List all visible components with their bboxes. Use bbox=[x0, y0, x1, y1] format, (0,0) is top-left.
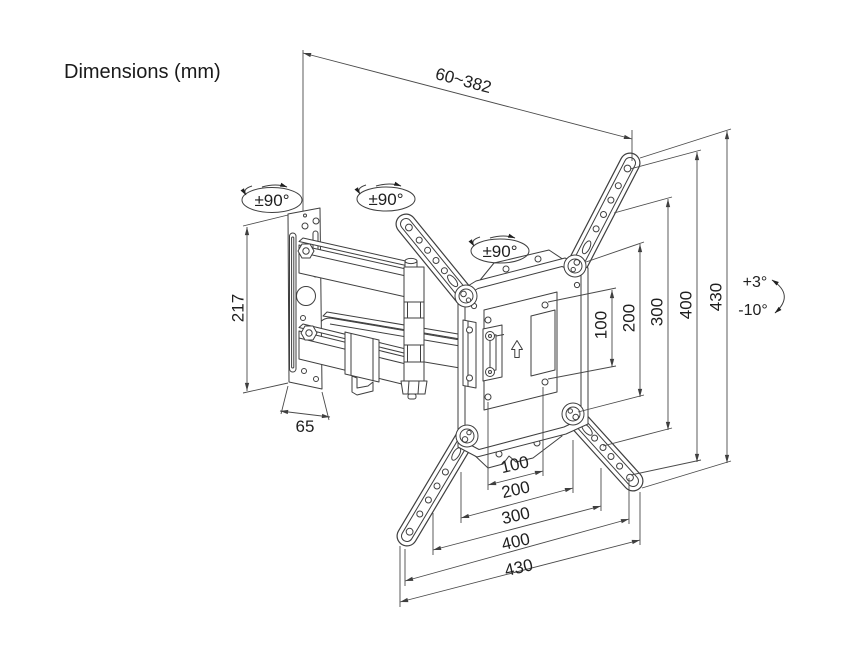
extension-range-label: 60~382 bbox=[433, 64, 493, 97]
right-dim-400: 400 bbox=[677, 291, 696, 319]
vesa-plate bbox=[457, 257, 589, 458]
tilt-hinge bbox=[462, 319, 477, 389]
arm-sleeve bbox=[344, 331, 380, 383]
title-group: Dimensions (mm) bbox=[64, 61, 221, 83]
dimension-plate-height: 217 bbox=[229, 214, 289, 394]
up-arrow-icon bbox=[511, 340, 523, 358]
hex-nut bbox=[400, 380, 428, 395]
swivel-right-label: ±90° bbox=[482, 242, 517, 261]
swivel-annotation-left: ±90° bbox=[240, 182, 303, 213]
right-dim-430: 430 bbox=[707, 283, 726, 311]
tilt-down-label: -10° bbox=[738, 302, 768, 319]
plate-height-label: 217 bbox=[229, 294, 248, 322]
arm-segment-1 bbox=[297, 237, 411, 396]
cable-hook bbox=[351, 375, 374, 396]
swivel-annotation-right: ±90° bbox=[468, 233, 530, 264]
strap-pivots bbox=[454, 254, 587, 448]
dimension-extension-range: 60~382 bbox=[302, 50, 633, 211]
bottom-dim-400: 400 bbox=[500, 529, 532, 554]
right-dim-300: 300 bbox=[648, 298, 667, 326]
strap-holes bbox=[405, 164, 634, 536]
right-dim-100: 100 bbox=[592, 311, 611, 339]
dimension-block-right: 100 200 300 400 430 bbox=[547, 128, 732, 489]
tilt-up-label: +3° bbox=[743, 274, 768, 291]
bottom-dim-430: 430 bbox=[503, 555, 535, 580]
swivel-middle-label: ±90° bbox=[368, 190, 403, 209]
plate-width-label: 65 bbox=[296, 417, 315, 436]
tilt-annotation: +3° -10° bbox=[738, 274, 785, 319]
page-title: Dimensions (mm) bbox=[64, 61, 221, 83]
swivel-annotation-middle: ±90° bbox=[354, 181, 416, 212]
dimension-plate-width: 65 bbox=[279, 385, 331, 436]
swivel-left-label: ±90° bbox=[254, 191, 289, 210]
right-dim-200: 200 bbox=[620, 304, 639, 332]
plate-window bbox=[530, 309, 556, 377]
bottom-dim-300: 300 bbox=[500, 503, 532, 528]
elbow-pivot-column bbox=[400, 257, 428, 400]
